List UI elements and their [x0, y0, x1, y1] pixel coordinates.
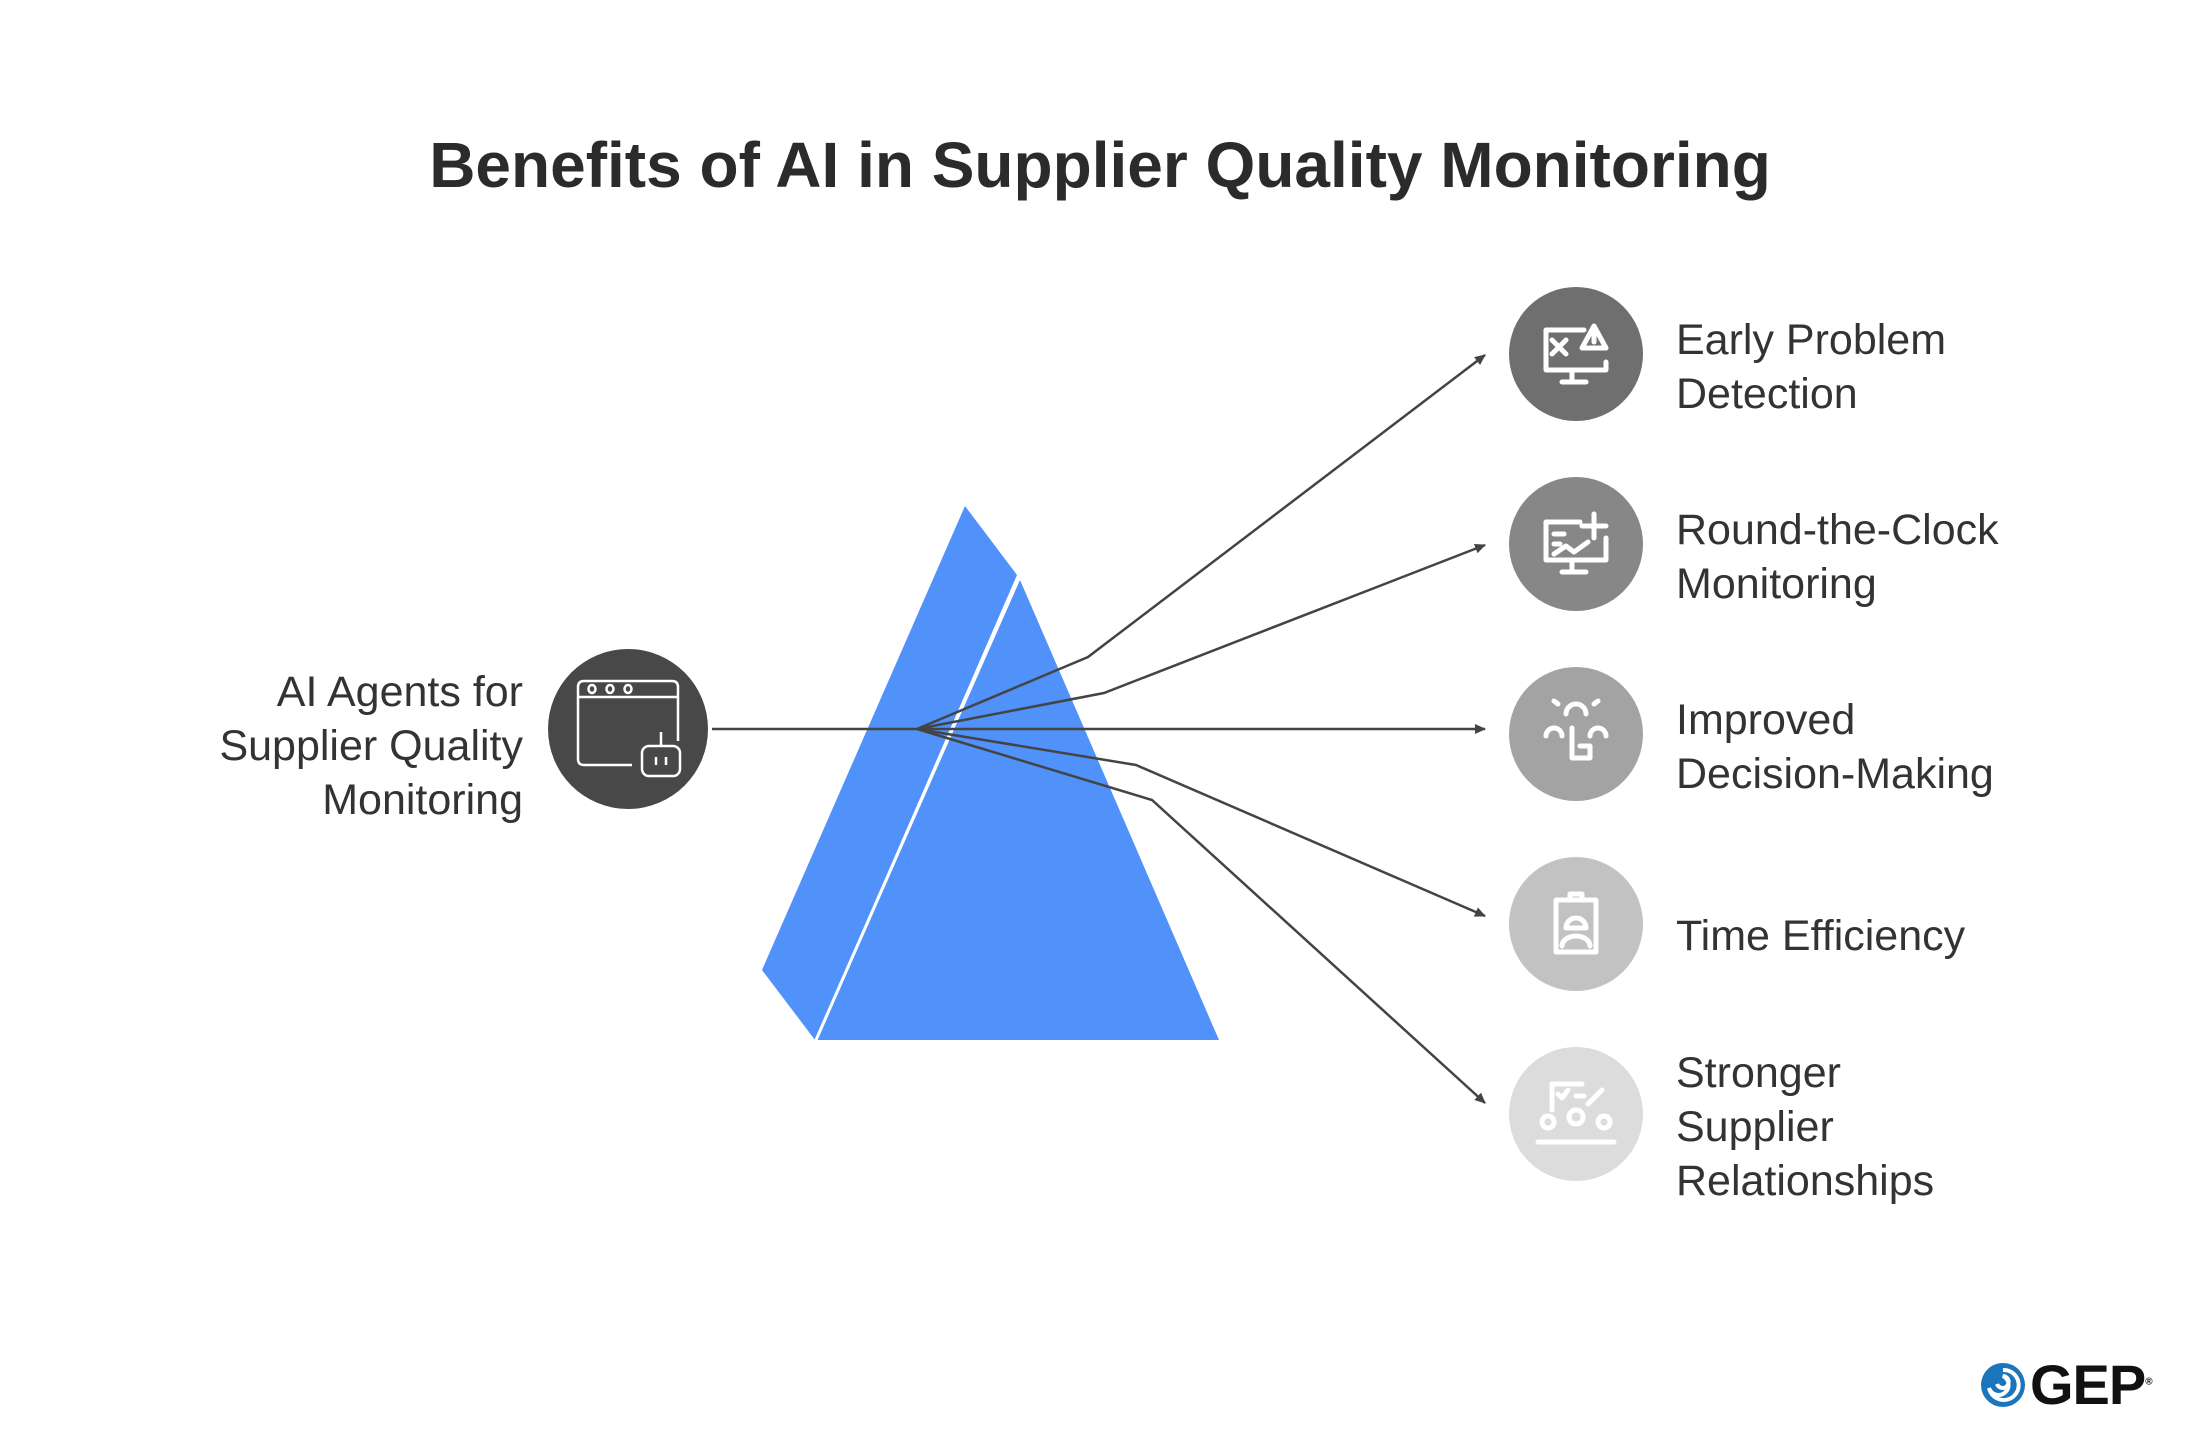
browser-robot-icon — [576, 679, 682, 778]
clipboard-worker-icon — [1553, 891, 1599, 955]
people-hand-pointer-icon — [1543, 698, 1609, 761]
gep-logo: GEP® — [1980, 1352, 2153, 1417]
benefit-label-line: Round-the-Clock — [1676, 506, 1999, 554]
prism — [762, 506, 1219, 1041]
benefit-label-line: Relationships — [1676, 1157, 1935, 1205]
logo-wordmark: GEP — [2030, 1353, 2146, 1416]
source-label-line: Monitoring — [322, 776, 523, 824]
benefit-label-stronger-supplier-relationships: Stronger Supplier Relationships — [1676, 1046, 2156, 1208]
source-circle — [548, 649, 708, 809]
benefit-circle — [1509, 287, 1643, 421]
logo-registered-mark: ® — [2145, 1376, 2152, 1388]
benefit-label-line: Stronger — [1676, 1049, 1841, 1097]
source-node — [548, 649, 708, 809]
benefit-circle — [1509, 477, 1643, 611]
benefit-label-time-efficiency: Time Efficiency — [1676, 909, 2156, 963]
gep-logo-text: GEP® — [2030, 1352, 2153, 1417]
source-label: AI Agents for Supplier Quality Monitorin… — [123, 665, 523, 827]
benefit-label-round-the-clock-monitoring: Round-the-Clock Monitoring — [1676, 503, 2156, 611]
benefit-node — [1509, 477, 1643, 611]
ray-4 — [916, 727, 1486, 918]
benefit-label-line: Improved — [1676, 696, 1856, 744]
prism-back-face — [762, 506, 1017, 1040]
benefit-label-line: Time Efficiency — [1676, 912, 1966, 960]
monitor-chart-plus-icon — [1543, 511, 1609, 575]
gep-swirl-icon — [1981, 1362, 2025, 1407]
benefit-node — [1509, 287, 1643, 421]
benefit-label-line: Supplier — [1676, 1103, 1834, 1151]
benefit-circle — [1509, 1047, 1643, 1181]
benefit-circle — [1509, 857, 1643, 991]
prism-front-face — [817, 580, 1219, 1040]
source-label-line: Supplier Quality — [219, 722, 523, 770]
benefit-label-line: Monitoring — [1676, 560, 1877, 608]
source-label-line: AI Agents for — [276, 668, 523, 716]
benefit-label-line: Early Problem — [1676, 316, 1947, 364]
benefit-label-early-problem-detection: Early Problem Detection — [1676, 313, 2156, 421]
benefit-circle — [1509, 667, 1643, 801]
checklist-people-icon — [1535, 1081, 1617, 1145]
benefit-node — [1509, 857, 1643, 991]
rays — [712, 354, 1486, 1104]
benefit-label-improved-decision-making: Improved Decision-Making — [1676, 693, 2156, 801]
benefit-icons — [1509, 287, 1643, 1181]
benefit-label-line: Detection — [1676, 370, 1858, 418]
page-title: Benefits of AI in Supplier Quality Monit… — [429, 129, 1771, 201]
benefit-node — [1509, 1047, 1643, 1181]
benefit-node — [1509, 667, 1643, 801]
monitor-bug-warning-icon — [1543, 323, 1609, 385]
ray-2 — [916, 543, 1486, 731]
benefit-label-line: Decision-Making — [1676, 750, 1994, 798]
ray-5 — [916, 727, 1486, 1104]
ray-1 — [916, 354, 1486, 731]
